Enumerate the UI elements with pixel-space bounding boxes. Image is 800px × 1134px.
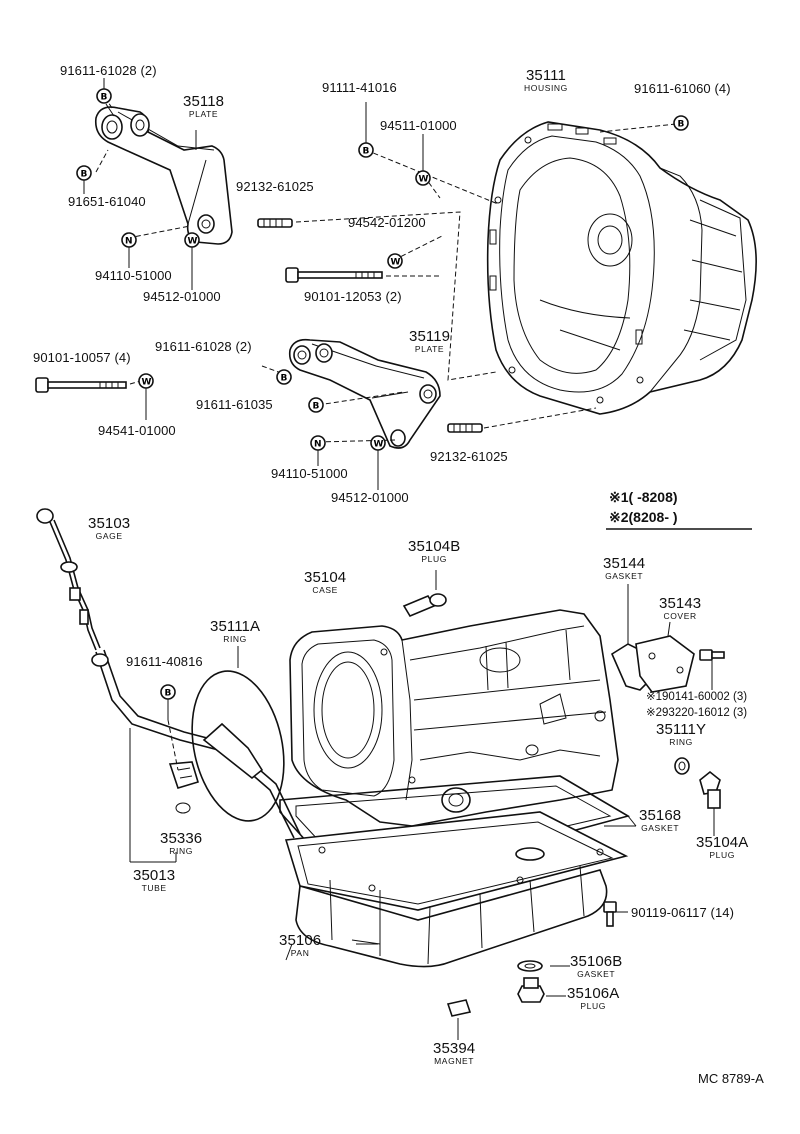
svg-text:W: W <box>142 378 152 388</box>
drawing-code: MC 8789-A <box>698 1071 764 1086</box>
magnet-35394-drawing <box>446 999 472 1040</box>
svg-text:N: N <box>314 440 322 450</box>
bolt-symbol-icon: B <box>358 142 374 158</box>
svg-text:B: B <box>363 147 370 157</box>
label-bolt-90101-10057: 90101-10057 (4) <box>33 350 131 365</box>
bolt-symbol-icon: B <box>96 88 112 104</box>
bolt-90119-06117-drawing <box>603 901 628 927</box>
plug-35106A-drawing <box>517 977 545 1003</box>
washer-symbol-icon: W <box>370 435 386 451</box>
svg-text:B: B <box>165 689 172 699</box>
gage-35103-drawing <box>36 508 101 651</box>
bolt-symbol-icon: B <box>160 684 176 700</box>
svg-text:B: B <box>81 170 88 180</box>
gasket-35106B-drawing <box>517 960 543 972</box>
leader-lines-top <box>95 95 677 443</box>
svg-text:B: B <box>101 93 108 103</box>
label-washer-94541-01000: 94541-01000 <box>98 423 176 438</box>
svg-text:N: N <box>125 237 133 247</box>
bolt-90101-12053-drawing <box>285 267 383 283</box>
note-2: ※2(8208- ) <box>609 509 678 525</box>
bolt-90101-10057-drawing <box>35 377 127 393</box>
label-bolt-91611-61060: 91611-61060 (4) <box>634 81 731 96</box>
label-bolt-90101-12053: 90101-12053 (2) <box>304 289 402 304</box>
ring-35111Y-drawing <box>674 757 690 775</box>
stud-92132-61025-top-drawing <box>257 218 293 228</box>
svg-text:W: W <box>419 175 429 185</box>
label-bolt-91651-61040: 91651-61040 <box>68 194 146 209</box>
bolt-symbol-icon: B <box>76 165 92 181</box>
svg-text:W: W <box>374 440 384 450</box>
plate-35119-drawing <box>288 338 441 449</box>
label-bolt-90119-06117: 90119-06117 (14) <box>631 905 735 920</box>
bolt-symbol-icon: B <box>308 397 324 413</box>
nut-symbol-icon: N <box>121 232 137 248</box>
svg-text:W: W <box>391 258 401 268</box>
plug-35104B-drawing <box>402 570 447 618</box>
bolt-symbol-icon: B <box>673 115 689 131</box>
pan-35106-drawing <box>284 811 629 968</box>
plate-35118-drawing <box>94 103 233 245</box>
stud-92132-61025-mid-drawing <box>447 423 483 433</box>
bolt-cover-drawing <box>699 649 725 690</box>
label-bolt-90141-60002: ※190141-60002 (3) <box>646 691 748 703</box>
nut-symbol-icon: N <box>310 435 326 451</box>
ring-35336-drawing <box>175 802 191 814</box>
svg-text:B: B <box>313 402 320 412</box>
label-washer-94512-01000-mid: 94512-01000 <box>331 490 409 505</box>
svg-text:B: B <box>281 374 288 384</box>
label-washer-94542-01200: 94542-01200 <box>348 215 426 230</box>
cover-35143-drawing <box>635 621 695 693</box>
plug-35104A-drawing <box>699 770 721 836</box>
washer-symbol-icon: W <box>138 373 154 389</box>
label-leaders-top <box>83 78 424 490</box>
ring-35111A-drawing <box>191 646 285 822</box>
label-bolt-91611-61035: 91611-61035 <box>196 397 273 412</box>
label-bolt-91611-40816: 91611-40816 <box>126 654 203 669</box>
label-bolt-293220-16012: ※293220-16012 (3) <box>646 707 748 719</box>
svg-text:W: W <box>188 237 198 247</box>
label-washer-94512-01000-top: 94512-01000 <box>143 289 221 304</box>
label-stud-92132-61025-top: 92132-61025 <box>236 179 314 194</box>
washer-symbol-icon: W <box>415 170 431 186</box>
label-bolt-91611-61028-top: 91611-61028 (2) <box>60 63 157 78</box>
washer-symbol-icon: W <box>184 232 200 248</box>
washer-symbol-icon: W <box>387 253 403 269</box>
note-1: ※1( -8208) <box>609 489 678 505</box>
label-washer-94511-01000: 94511-01000 <box>380 118 457 133</box>
label-leaders-bottom <box>285 825 636 997</box>
bolt-symbol-icon: B <box>276 369 292 385</box>
label-bolt-91611-61028-mid: 91611-61028 (2) <box>155 339 252 354</box>
label-nut-94110-51000-mid: 94110-51000 <box>271 466 348 481</box>
label-bolt-91111-41016: 91111-41016 <box>322 80 397 95</box>
tube-bracket-leader <box>129 699 179 863</box>
tube-35013-drawing <box>91 649 301 839</box>
svg-text:B: B <box>678 120 685 130</box>
label-nut-94110-51000-top: 94110-51000 <box>95 268 172 283</box>
housing-35111-drawing <box>486 121 757 415</box>
label-stud-92132-61025-mid: 92132-61025 <box>430 449 508 464</box>
symbol-markers: B B N W B W B W B W B N W B <box>76 88 689 700</box>
